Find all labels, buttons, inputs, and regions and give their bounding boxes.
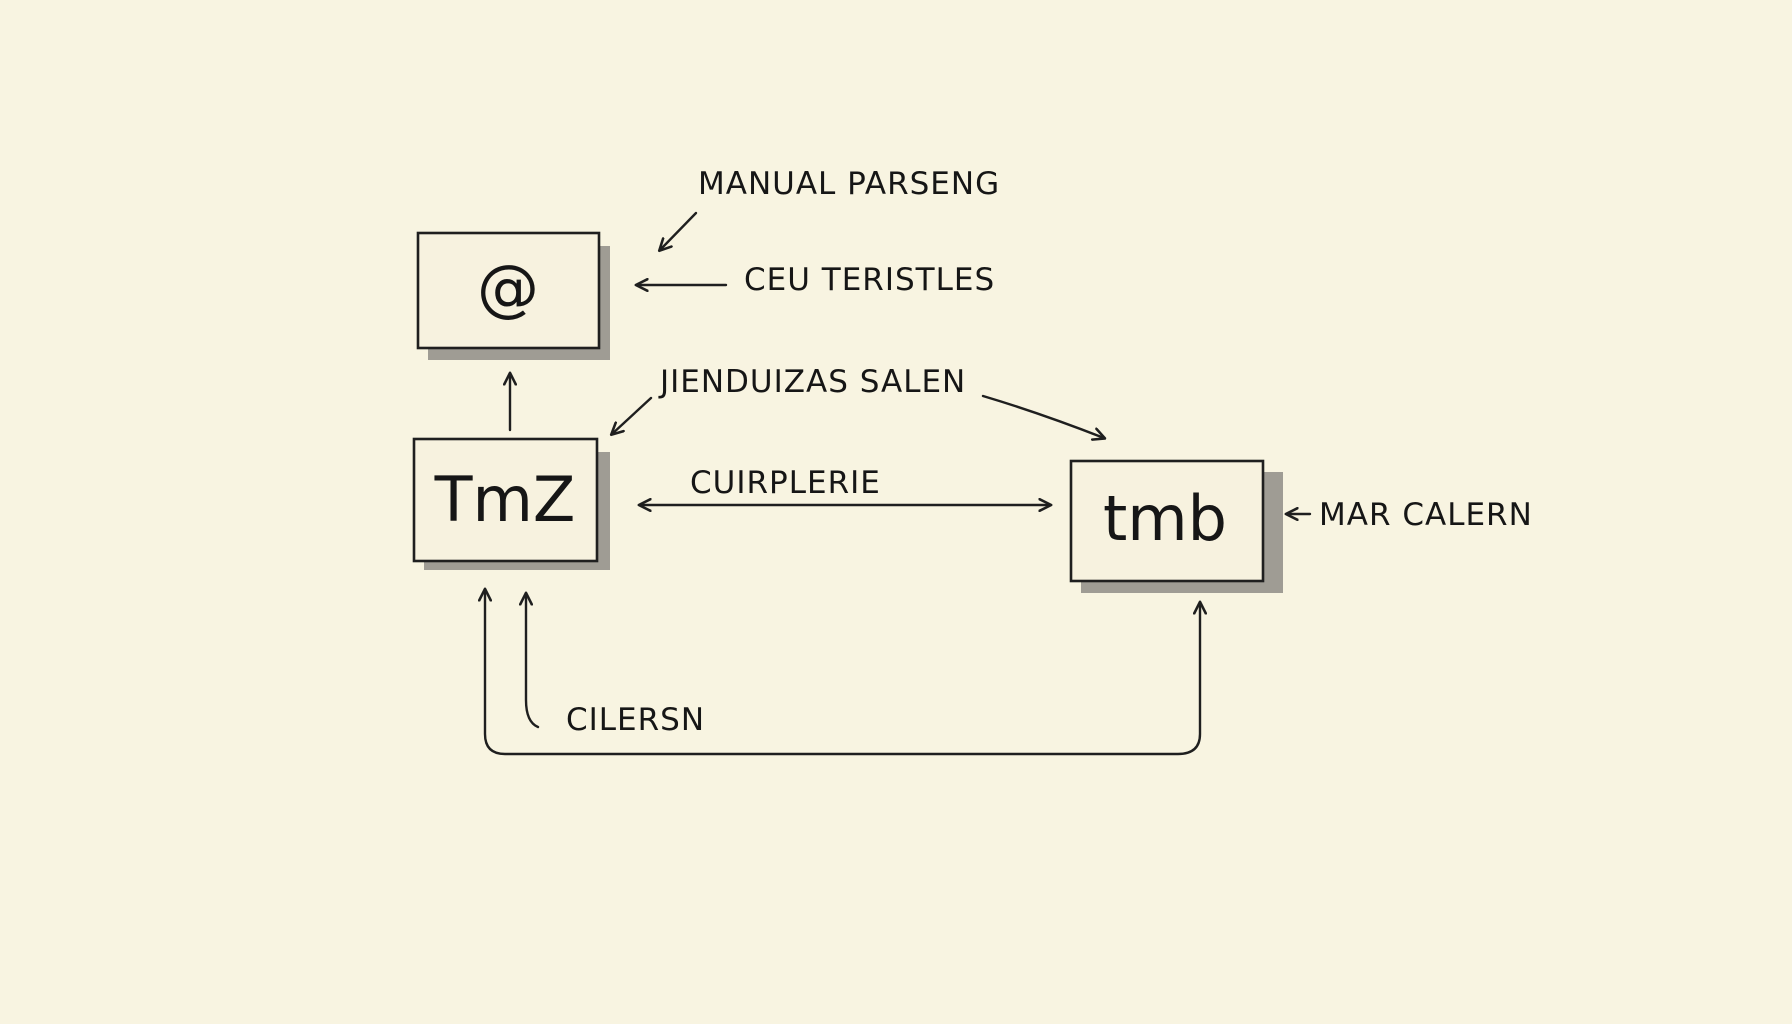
annotation-cuirplerie: CUIRPLERIE	[690, 465, 881, 501]
node-at-box	[416, 231, 601, 350]
annotation-manual-parseng: MANUAL PARSENG	[698, 166, 1000, 202]
arrow-jiendurzas-to-tmz	[612, 396, 653, 434]
node-at-label: @	[477, 251, 539, 324]
annotation-jiendurzas-salen: JIENDUIZAS SALEN	[658, 364, 966, 400]
node-tmb: tmb	[1069, 459, 1283, 593]
arrow-tmb-loop-tmz	[485, 590, 1200, 756]
node-tmb-box	[1069, 459, 1265, 583]
annotation-mar-calern: MAR CALERN	[1319, 497, 1533, 533]
annotation-cilersn: CILERSN	[566, 702, 705, 738]
node-tmz-box	[412, 437, 599, 563]
node-tmz-label: TmZ	[434, 463, 576, 536]
annotation-ceu-teristles: CEU TERISTLES	[744, 262, 995, 298]
arrow-cilersn-to-tmz	[526, 594, 540, 729]
arrow-jiendurzas-to-tmb	[981, 394, 1104, 438]
node-tmb-label: tmb	[1103, 482, 1227, 555]
node-tmz: TmZ	[412, 437, 610, 570]
arrow-manual-parseng	[660, 211, 698, 250]
node-at: @	[416, 231, 610, 360]
